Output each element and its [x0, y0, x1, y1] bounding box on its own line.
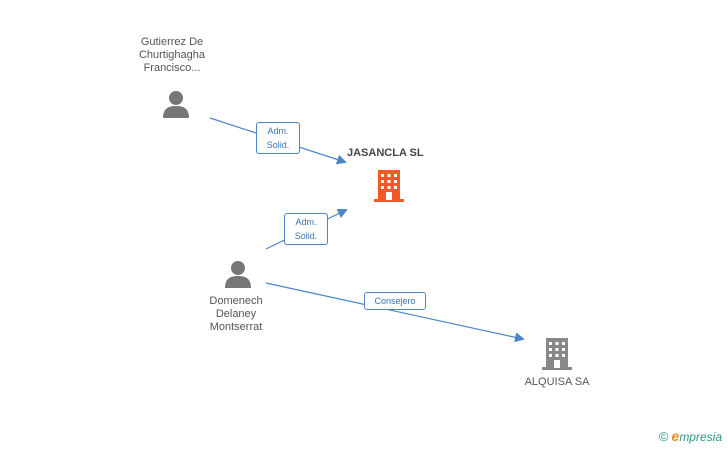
edge-label-line: Adm. — [295, 217, 317, 227]
edge-label-adm-solid[interactable]: Adm. Solid. — [256, 122, 300, 154]
edge-label-adm-solid[interactable]: Adm. Solid. — [284, 213, 328, 245]
company-name-jasancla[interactable]: JASANCLA SL — [347, 147, 424, 159]
person-name-line: Montserrat — [209, 321, 263, 333]
brand-name: mpresia — [679, 430, 722, 444]
person-name-line: Churtighagha — [138, 49, 206, 61]
person-name-line: Francisco... — [143, 62, 201, 74]
edge-label-line: Solid. — [266, 140, 290, 150]
company-name-alquisa[interactable]: ALQUISA SA — [524, 376, 590, 388]
building-icon[interactable] — [373, 168, 405, 202]
person-name-line: Gutierrez De — [140, 36, 204, 48]
brand-logo: ©empresia — [659, 428, 722, 444]
building-icon[interactable] — [541, 336, 573, 370]
edge-domenech-alquisa — [265, 282, 525, 343]
person-name-line: Delaney — [215, 308, 257, 320]
copyright-icon: © — [658, 429, 669, 444]
brand-initial: e — [671, 428, 680, 444]
edge-label-line: Consejero — [374, 296, 416, 306]
edge-label-line: Adm. — [267, 126, 289, 136]
person-label-gutierrez[interactable]: Gutierrez De Churtighagha Francisco... — [122, 36, 222, 75]
edge-label-line: Solid. — [294, 231, 318, 241]
person-icon[interactable] — [223, 259, 253, 289]
person-name-line: Domenech — [209, 295, 263, 307]
person-icon[interactable] — [161, 89, 191, 119]
edge-label-consejero[interactable]: Consejero — [364, 292, 426, 310]
person-label-domenech[interactable]: Domenech Delaney Montserrat — [186, 295, 286, 334]
